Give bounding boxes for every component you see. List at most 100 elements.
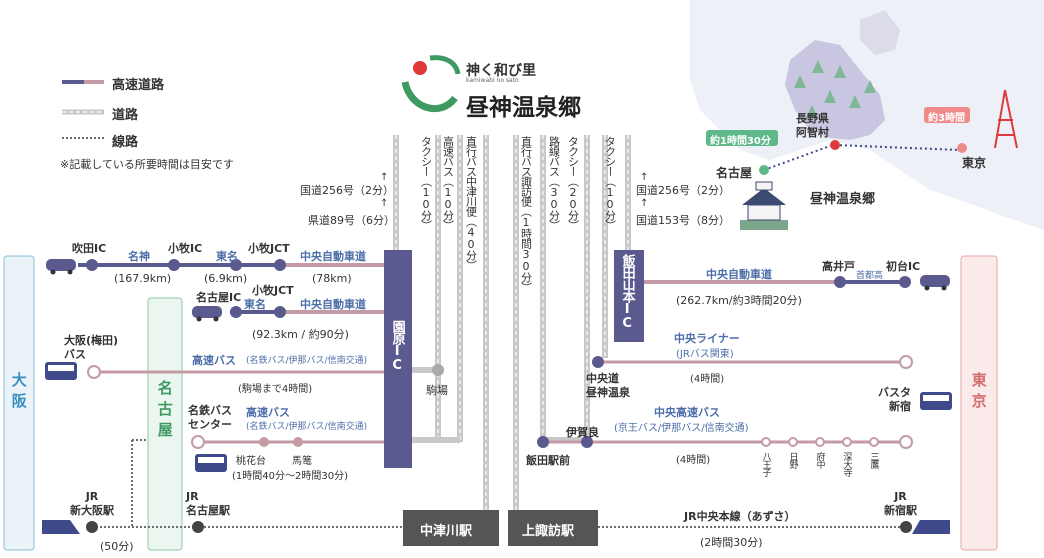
chuo-liner-time: (4時間) [690, 374, 725, 385]
nagoya-bus-time: (1時間40分〜2時間30分) [232, 471, 348, 482]
taxi-right-label: タクシー（10分） [603, 136, 617, 230]
kamisuwa-station-label: 上諏訪駅 [522, 524, 575, 539]
city-tokyo: 東京 [969, 372, 988, 414]
train-icon [42, 520, 80, 534]
tomei2-label: 東名 [244, 298, 266, 311]
nakatsugawa-box [403, 510, 499, 546]
nagoya-panel [147, 297, 183, 551]
road-note-right-top: 国道256号（2分） [636, 184, 730, 197]
taxi-left-label: タクシー（10分） [419, 136, 433, 230]
iida-station-label: 飯田駅前 [526, 454, 570, 467]
bus-icon [45, 362, 77, 380]
city-nagoya: 名古屋 [155, 380, 174, 443]
chuo-expressway-right-label: 中央自動車道 [706, 268, 772, 281]
momohanadai-label: 桃花台 [236, 456, 266, 467]
nagoya-express-bus-sub: (名鉄バス/伊那バス/信南交通) [246, 422, 368, 432]
shutoko-label: 首都高 [856, 271, 884, 281]
distance-label: (167.9km) [114, 272, 172, 285]
osaka-express-bus-sub: (名鉄バス/伊那バス/信南交通) [246, 356, 368, 366]
bus-icon [195, 454, 227, 472]
iida-yamamoto-ic-box [614, 250, 644, 342]
osaka-express-bus-label: 高速バス [192, 354, 236, 367]
osaka-bus-time: (駒場まで4時間) [238, 384, 313, 395]
road-note-arrow: ↑ [380, 198, 389, 209]
sonohara-ic-label: 園原IC [389, 320, 405, 372]
direct-bus-nakatsugawa-label: 直行バス中津川便（40分） [464, 136, 478, 270]
tokyo-stop-label: 日野 [787, 452, 798, 468]
kamisuwa-box [508, 510, 598, 546]
sonohara-ic-box [384, 250, 412, 468]
tokyo-stop-label: 三鷹 [868, 452, 879, 468]
tokyo-stop-label: 八王子 [760, 452, 771, 476]
bus-icon [920, 392, 952, 410]
car-icon [46, 259, 76, 275]
busta-shinjuku-label: バスタ 新宿 [878, 386, 911, 414]
inset-tokyo-label: 東京 [962, 156, 987, 170]
chuo-express-bus-sub: (京王バス/伊那バス/信南交通) [614, 423, 749, 434]
direct-bus-suwa-label: 直行バス諏訪便（1時間30分） [519, 136, 533, 292]
taxi-mid-label: タクシー（20分） [566, 136, 580, 230]
inset-time-nagoya: 約1時間30分 [710, 136, 771, 147]
tomei-label: 東名 [216, 250, 238, 263]
inset-time-tokyo: 約3時間 [928, 113, 965, 124]
legend-swatches [62, 80, 104, 139]
vertical-roads [393, 135, 631, 510]
route-bus-label: 路線バス（30分） [547, 136, 561, 230]
road-note-right-bottom: 国道153号（8分） [636, 214, 730, 227]
jr-chuo-line-label: JR中央本線（あずさ） [684, 510, 796, 523]
meitetsu-bus-center-label: 名鉄バス センター [188, 404, 232, 432]
chuo-liner-label: 中央ライナー [674, 332, 740, 345]
shin-osaka-station-label: JR 新大阪駅 [70, 490, 114, 518]
tokyo-panel [960, 255, 998, 551]
distance-label: (6.9km) [204, 272, 248, 285]
road-note-arrow: ↑ [640, 172, 649, 183]
nagoya-ic-label: 名古屋IC [196, 291, 242, 304]
logo-name: 昼神温泉郷 [466, 94, 581, 121]
iida-yamamoto-ic-label: 飯田山本IC [619, 254, 635, 330]
komaba-label: 駒場 [426, 384, 448, 397]
osaka-umeda-bus-label: 大阪(梅田) バス [64, 334, 119, 362]
distance-label: (92.3km / 約90分) [252, 328, 349, 341]
castle-icon [740, 181, 788, 230]
chuo-expressway-label: 中央自動車道 [300, 250, 366, 263]
road-note-left-bottom: 県道89号（6分） [308, 214, 395, 227]
car-icon [920, 275, 950, 291]
meishin-label: 名神 [128, 250, 150, 263]
inset-nagoya-label: 名古屋 [716, 166, 753, 180]
inset-logo-label: 昼神温泉郷 [810, 192, 876, 207]
inset-map [690, 0, 1044, 230]
road-note-arrow: ↑ [380, 172, 389, 183]
komaki-ic-label: 小牧IC [168, 242, 203, 255]
city-osaka: 大阪 [9, 372, 28, 414]
tokyo-stop-label: 府中 [814, 452, 825, 468]
chuo-liner-sub: (JRバス関東) [676, 349, 734, 360]
igara-label: 伊賀良 [566, 426, 599, 439]
nagoya-station-label: JR 名古屋駅 [186, 490, 230, 518]
logo-tagline: 神く和び里 [466, 63, 536, 79]
rail-lines [92, 439, 906, 528]
tokyo-tower-icon [994, 89, 1018, 149]
chuo-express-bus-time: (4時間) [676, 455, 711, 466]
legend-road: 道路 [112, 108, 139, 123]
chuo-express-bus-label: 中央高速バス [654, 406, 720, 419]
train-icon [912, 520, 950, 534]
komaki-jct-label: 小牧JCT [248, 242, 290, 255]
nagoya-express-bus-label: 高速バス [246, 406, 290, 419]
rail-time-osaka: (50分) [100, 540, 134, 553]
road-note-arrow: ↑ [640, 198, 649, 209]
shinjuku-station-label: JR 新宿駅 [884, 490, 917, 518]
chuo-expressway-label: 中央自動車道 [300, 298, 366, 311]
legend-railway: 線路 [112, 135, 139, 150]
road-note-left-top: 国道256号（2分） [300, 184, 394, 197]
logo-mark [401, 55, 461, 112]
logo-tagline-small: kamiwabi no sato [466, 77, 519, 84]
legend-note: ※記載している所要時間は目安です [60, 158, 234, 171]
hatsudai-ic-label: 初台IC [886, 260, 921, 273]
suita-ic-label: 吹田IC [72, 242, 107, 255]
inset-achi-label: 長野県 阿智村 [796, 112, 829, 140]
car-icon [192, 306, 222, 322]
magome-label: 馬篭 [292, 456, 312, 467]
chuodo-hirugami-label: 中央道 昼神温泉 [586, 372, 630, 400]
distance-label: (262.7km/約3時間20分) [676, 294, 802, 307]
takaido-label: 高井戸 [822, 260, 855, 273]
